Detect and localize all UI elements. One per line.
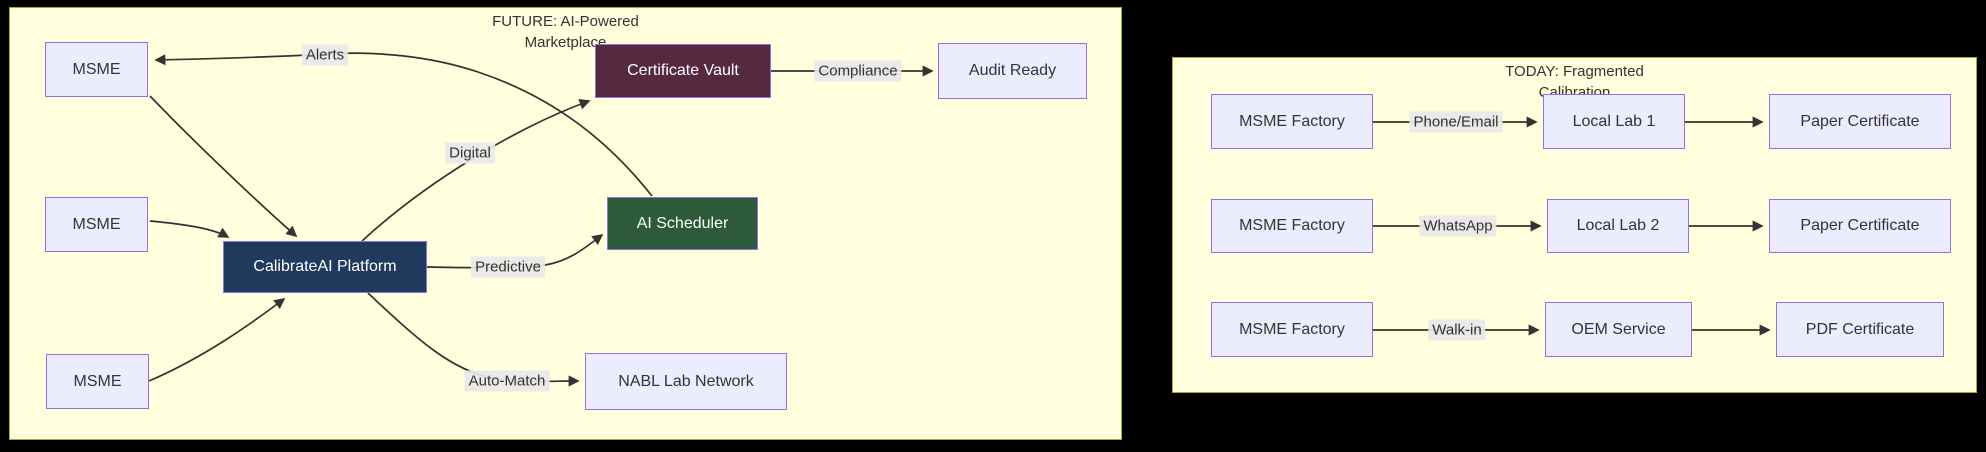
future-subgraph-panel — [9, 7, 1122, 440]
edge-scheduler-to-msme-alerts — [154, 52, 653, 197]
node-row1-msme-factory: MSME Factory — [1211, 94, 1373, 149]
node-nabl-lab-network: NABL Lab Network — [585, 353, 787, 410]
node-msme-bottom: MSME — [46, 354, 149, 409]
edge-msme-mid-to-platform — [149, 220, 230, 238]
node-calibrateai-platform: CalibrateAI Platform — [223, 241, 427, 293]
edge-label-compliance: Compliance — [814, 60, 902, 82]
edge-platform-to-nabl-automatch — [367, 292, 580, 387]
node-row2-local-lab-2: Local Lab 2 — [1547, 199, 1689, 253]
edge-label-predictive: Predictive — [471, 256, 545, 278]
future-title-line2: Marketplace — [524, 34, 607, 51]
node-row3-msme-factory: MSME Factory — [1211, 302, 1373, 357]
edge-label-phone-email: Phone/Email — [1409, 111, 1503, 133]
future-title-line1: FUTURE: AI-Powered — [492, 13, 639, 30]
edge-label-walk-in: Walk-in — [1428, 319, 1486, 341]
edge-label-auto-match: Auto-Match — [464, 370, 550, 392]
node-row1-local-lab-1: Local Lab 1 — [1543, 94, 1685, 149]
node-msme-top: MSME — [45, 42, 148, 97]
future-subgraph-title: FUTURE: AI-Powered Marketplace — [9, 11, 1122, 53]
node-certificate-vault: Certificate Vault — [595, 44, 771, 98]
edge-label-whatsapp: WhatsApp — [1419, 215, 1497, 237]
node-row1-paper-certificate: Paper Certificate — [1769, 94, 1951, 149]
edge-label-digital: Digital — [445, 142, 495, 164]
node-audit-ready: Audit Ready — [938, 43, 1087, 99]
node-row3-oem-service: OEM Service — [1545, 302, 1692, 357]
node-row2-paper-certificate: Paper Certificate — [1769, 199, 1951, 253]
node-ai-scheduler: AI Scheduler — [607, 197, 758, 250]
edge-label-alerts: Alerts — [301, 44, 349, 66]
today-title-line1: TODAY: Fragmented — [1505, 63, 1644, 80]
edge-platform-to-vault-digital — [361, 99, 591, 242]
edge-msme-bottom-to-platform — [148, 298, 286, 382]
node-row3-pdf-certificate: PDF Certificate — [1776, 302, 1944, 357]
node-row2-msme-factory: MSME Factory — [1211, 199, 1373, 253]
node-msme-mid: MSME — [45, 197, 148, 252]
edge-msme-top-to-platform — [149, 95, 298, 238]
